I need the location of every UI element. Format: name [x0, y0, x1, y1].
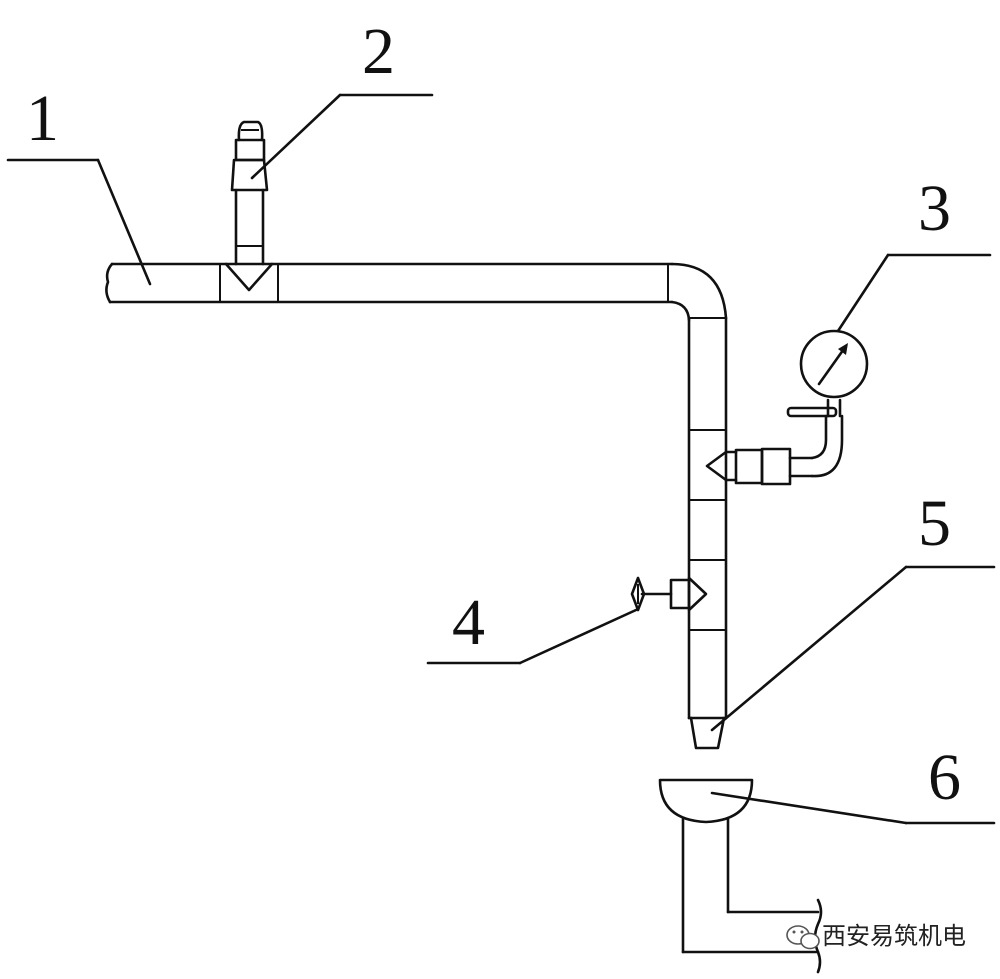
leader-lines: [6, 93, 996, 825]
label-6: 6: [928, 741, 961, 814]
label-1: 1: [26, 82, 59, 155]
nozzle-outlet: [687, 716, 728, 750]
label-3: 3: [918, 172, 951, 245]
vent-valve-branch: [224, 120, 274, 292]
label-2: 2: [362, 15, 395, 88]
watermark-text: 西安易筑机电: [822, 922, 966, 950]
label-4: 4: [452, 586, 485, 659]
drain-valve-branch: [630, 576, 708, 612]
watermark: 西安易筑机电: [786, 922, 966, 950]
pressure-gauge-branch: [705, 329, 869, 486]
pipe-elbow: [670, 262, 728, 322]
vertical-pipe: [687, 316, 728, 720]
main-horizontal-pipe: [105, 262, 674, 304]
label-5: 5: [918, 487, 951, 560]
wechat-icon: [786, 925, 820, 950]
